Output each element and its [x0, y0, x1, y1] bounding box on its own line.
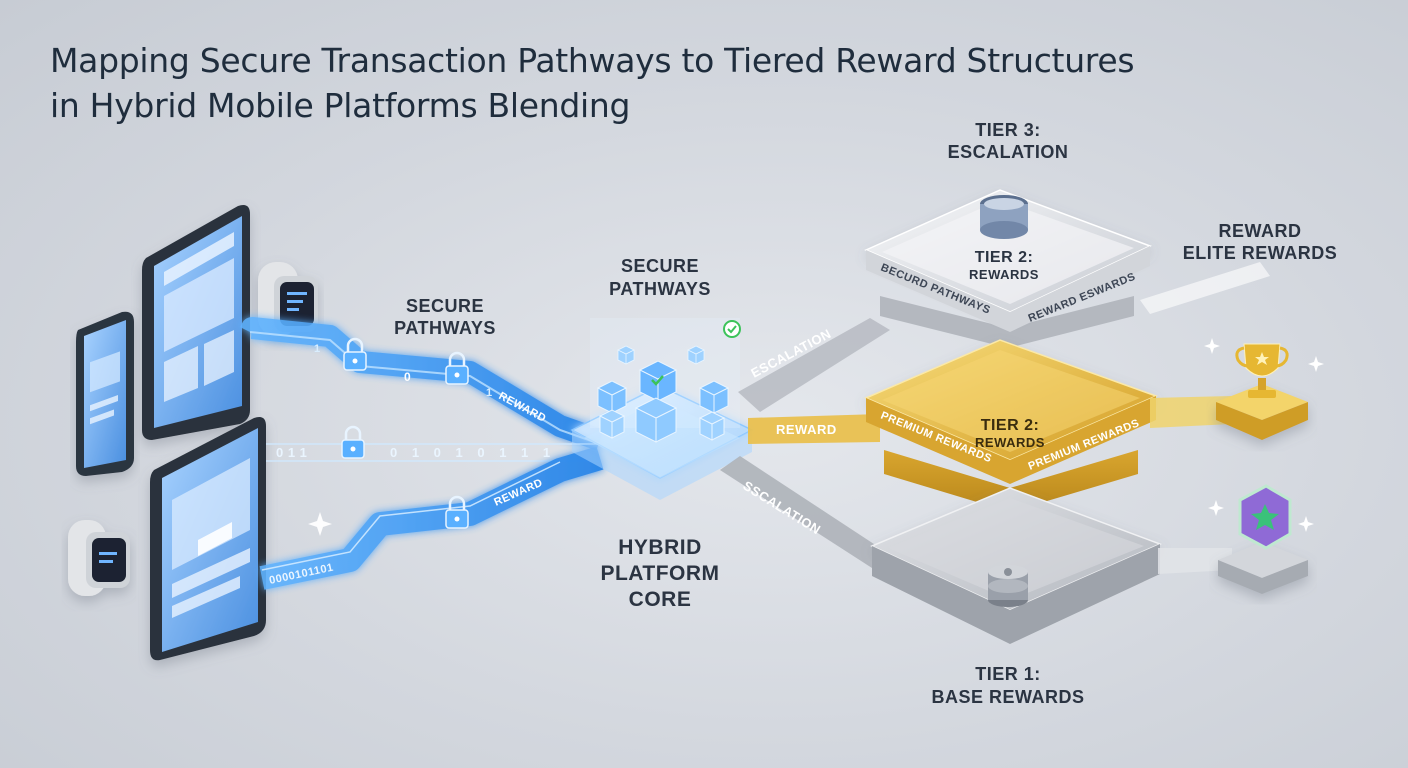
tier3-header-line2: ESCALATION	[948, 142, 1069, 162]
device-cluster	[68, 205, 318, 661]
tablet-device-top	[142, 205, 250, 440]
lock-icon	[445, 351, 469, 385]
database-icon	[980, 195, 1028, 239]
connector-reward-mid: REWARD	[776, 422, 837, 437]
secure-pathways-label-line2: PATHWAYS	[394, 318, 496, 338]
tier1-footer-line2: BASE REWARDS	[931, 687, 1084, 707]
secure-pathways-label-line1: SECURE	[406, 296, 484, 316]
sparkle-icon	[1204, 338, 1220, 354]
secure-streams: 1 0 1 REWARD 0 1 1 0 1 0 1 0 1 1 1 00001…	[240, 317, 604, 590]
mid-stream-bits-a: 0 1 1	[276, 445, 307, 460]
sparkle-icon	[308, 512, 332, 536]
cube-cluster	[596, 345, 730, 443]
badge-pedestal	[1218, 542, 1308, 594]
core-bottom-label-line2: PLATFORM	[600, 562, 719, 585]
stream-bottom	[259, 446, 604, 590]
trophy-pedestal	[1216, 384, 1308, 440]
check-icon	[651, 375, 664, 386]
right-label-line2: ELITE REWARDS	[1183, 243, 1338, 263]
top-stream-bit-2: 0	[404, 370, 411, 384]
lock-icon	[341, 425, 365, 459]
sparkle-icon	[1208, 500, 1224, 516]
tier1-footer-line1: TIER 1:	[975, 664, 1041, 684]
tier2-center-line2: REWARDS	[975, 435, 1045, 450]
tier-2-platform: TIER 2: REWARDS PREMIUM REWARDS PREMIUM …	[864, 339, 1159, 512]
title-line-1: Mapping Secure Transaction Pathways to T…	[50, 41, 1135, 80]
tablet-device-bottom	[150, 417, 266, 661]
tier-3-platform: TIER 2: REWARDS BECURD PATHWAYS REWARD E…	[864, 189, 1152, 348]
coin-stack-icon	[988, 565, 1028, 607]
check-icon	[723, 320, 741, 338]
smartwatch-top	[258, 262, 318, 336]
smartwatch-bottom	[68, 520, 130, 596]
page-title: Mapping Secure Transaction Pathways to T…	[50, 38, 1135, 128]
title-line-2: in Hybrid Mobile Platforms Blending	[50, 86, 631, 125]
core-bottom-label-line3: CORE	[629, 588, 692, 611]
mid-stream-bits-b: 0 1 0 1 0 1 1 1	[390, 445, 551, 460]
trophy-icon	[1235, 343, 1289, 398]
tier3-center-line2: REWARDS	[969, 267, 1039, 282]
lock-icon	[445, 495, 469, 529]
star-badge-icon	[1238, 484, 1292, 550]
phone-device	[76, 311, 134, 476]
tier3-header-line1: TIER 3:	[975, 120, 1041, 140]
tier3-center-line1: TIER 2:	[975, 249, 1034, 266]
top-stream-bit-3: 1	[486, 387, 493, 399]
core-bottom-label-line1: HYBRID	[618, 536, 702, 559]
right-label-line1: REWARD	[1219, 221, 1302, 241]
tier-1-platform	[870, 487, 1162, 644]
tier2-center-line1: TIER 2:	[981, 417, 1040, 434]
core-top-label-line1: SECURE	[621, 256, 699, 276]
core-top-label-line2: PATHWAYS	[609, 279, 711, 299]
top-stream-bit-1: 1	[314, 343, 321, 355]
hybrid-core	[570, 318, 754, 500]
sparkle-icon	[1308, 356, 1324, 372]
sparkle-icon	[1298, 516, 1314, 532]
lock-icon	[343, 337, 367, 371]
